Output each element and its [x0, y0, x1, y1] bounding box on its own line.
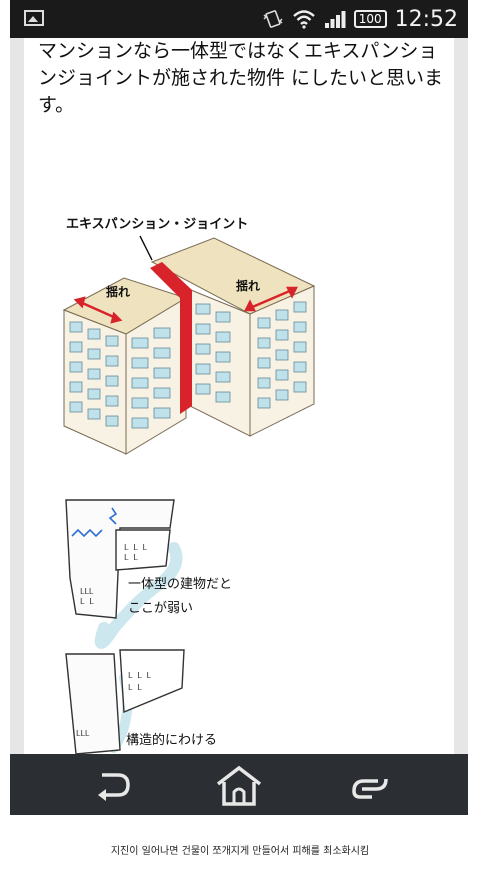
home-button[interactable] — [209, 762, 269, 808]
navigation-bar — [10, 754, 468, 815]
back-button[interactable] — [82, 762, 142, 808]
svg-text:ᒪ ᒪ ᒪ: ᒪ ᒪ ᒪ — [124, 543, 148, 552]
svg-text:ᒪ ᒪ: ᒪ ᒪ — [124, 553, 138, 562]
battery-icon: 100 — [353, 10, 387, 28]
svg-text:ᒪ ᒪ ᒪ: ᒪ ᒪ ᒪ — [128, 671, 152, 680]
content-page[interactable]: マンションなら一体型ではなくエキスパンションジョイントが施された物件 にしたいと… — [24, 38, 454, 754]
sway-arrow-left — [73, 296, 123, 324]
svg-text:ᒪᒪᒪ: ᒪᒪᒪ — [80, 587, 94, 596]
sway-arrow-right — [244, 286, 298, 312]
signal-icon — [324, 11, 346, 28]
joint-label: エキスパンション・ジョイント — [66, 217, 248, 232]
wifi-icon — [292, 10, 315, 29]
status-time: 12:52 — [394, 6, 458, 32]
image-icon — [24, 10, 44, 26]
vibrate-icon — [263, 10, 283, 28]
windows-right — [195, 301, 307, 409]
intro-text: マンションなら一体型ではなくエキスパンションジョイントが施された物件 にしたいと… — [38, 40, 444, 116]
separated-building-diagram: ᒪ ᒪ ᒪ ᒪ ᒪ ᒪᒪᒪ — [65, 649, 185, 754]
separated-label: 構造的にわける — [126, 732, 217, 748]
sway-label-left: 揺れ — [106, 284, 130, 299]
status-bar: 100 12:52 — [10, 0, 468, 38]
recent-apps-button[interactable] — [340, 762, 400, 808]
home-icon — [216, 765, 262, 806]
svg-text:ᒪ ᒪ: ᒪ ᒪ — [80, 597, 94, 606]
svg-text:ᒪᒪᒪ: ᒪᒪᒪ — [76, 729, 90, 738]
monolithic-label-1: 一体型の建物だと — [128, 577, 232, 592]
recent-apps-icon — [352, 778, 388, 799]
svg-text:ᒪ ᒪ: ᒪ ᒪ — [128, 683, 142, 692]
joint-label-pointer — [139, 235, 153, 261]
expansion-joint-strip — [150, 262, 192, 414]
caption: 지진이 일어나면 건물이 쪼개지게 만들어서 피해를 최소화시킴 — [110, 846, 370, 857]
back-icon — [98, 773, 130, 801]
sway-label-right: 揺れ — [236, 278, 260, 293]
expansion-joint-illustration: エキスパンション・ジョイント — [24, 178, 454, 754]
monolithic-building-diagram: ᒪ ᒪ ᒪ ᒪ ᒪ ᒪᒪᒪ ᒪ ᒪ — [65, 499, 183, 649]
monolithic-label-2: ここが弱い — [128, 601, 193, 616]
windows-left — [69, 321, 171, 429]
